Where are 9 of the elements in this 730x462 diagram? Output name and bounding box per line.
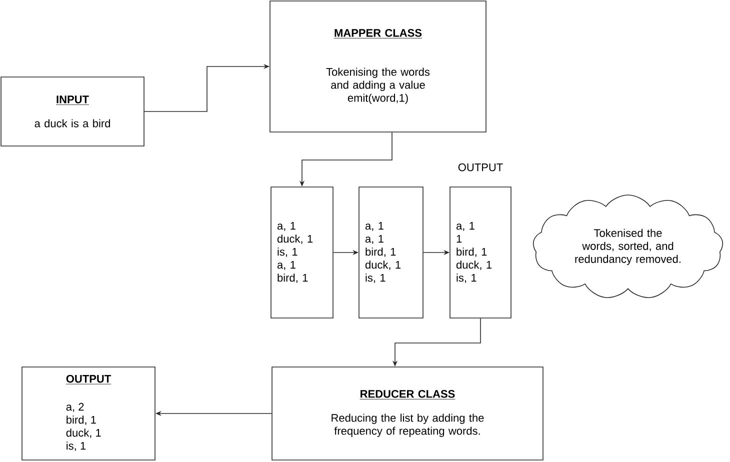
list-box: a, 1 1 bird, 1 duck, 1 is, 1: [450, 186, 512, 318]
list-box: a, 1 duck, 1 is, 1 a, 1 bird, 1: [270, 186, 334, 318]
input-box: INPUT a duck is a bird: [0, 76, 144, 146]
process-box: MAPPER CLASS Tokenising the words and adding a value emit(word,1): [270, 0, 486, 132]
cloud-note: Tokenised the words, sorted, and redundancy removed.: [532, 194, 724, 298]
output-box: OUTPUT a, 2 bird, 1 duck, 1 is, 1: [22, 366, 156, 460]
caption-text: OUTPUT: [458, 163, 503, 172]
process-box: REDUCER CLASS Reducing the list by adding the frequency of repeating words.: [272, 366, 544, 460]
list-box: a, 1 a, 1 bird, 1 duck, 1 is, 1: [358, 186, 424, 318]
